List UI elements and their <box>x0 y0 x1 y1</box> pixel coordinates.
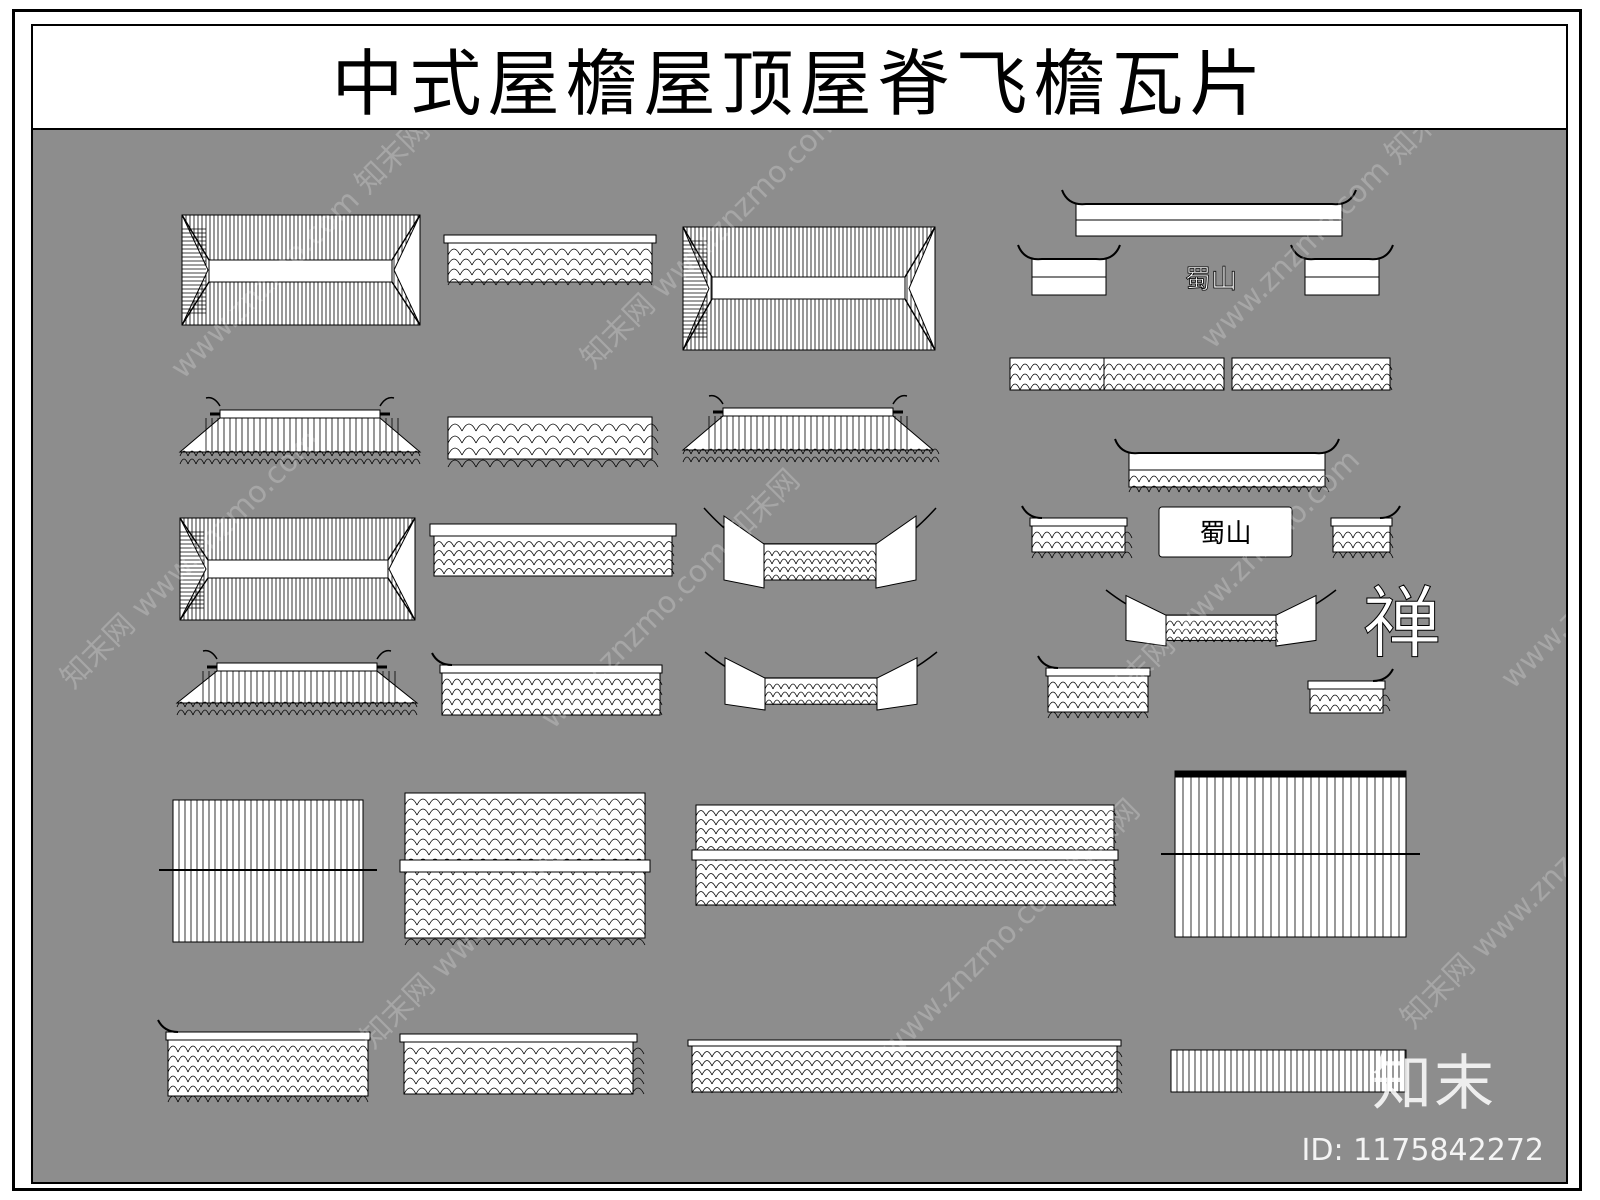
ridge-long <box>1061 189 1357 237</box>
slat-roof-panel-4 <box>1161 775 1420 938</box>
sheet-title: 中式屋檐屋顶屋脊飞檐瓦片 <box>331 41 1268 126</box>
ridge-tile-seg-3 <box>1231 357 1393 391</box>
flared-eave-3 <box>1105 589 1337 647</box>
flat-tile-eave-1 <box>429 523 677 577</box>
hip-roof-plan-3 <box>179 517 416 621</box>
watermark-text: 知末网 www.znzmo.com <box>1394 763 1566 1036</box>
hip-roof-plan-2 <box>682 226 936 351</box>
hip-roof-plan-1 <box>181 214 421 326</box>
eave-small-right <box>1307 668 1394 714</box>
calligraphy-chan: 禅 <box>1362 579 1441 670</box>
tile-panel-2-band <box>399 859 651 873</box>
eave-small-left <box>1037 655 1151 719</box>
ridge-short-left <box>1017 244 1121 296</box>
flared-eave-1 <box>703 507 937 589</box>
roof-elevation-3 <box>175 649 419 716</box>
eave-elevation-1 <box>431 652 663 716</box>
watermark-text: www.znzmo.com 知末网 <box>1494 423 1566 696</box>
roof-elevation-2 <box>681 394 940 463</box>
image-id: ID: 1175842272 <box>1301 1133 1544 1168</box>
wall-cap-tiles-1 <box>443 234 657 286</box>
roof-elevation-1 <box>178 396 422 465</box>
plaque-text: 蜀山 <box>1185 265 1237 295</box>
slat-roof-panel-1 <box>159 799 377 943</box>
eave-seg-right <box>1330 505 1401 559</box>
calligraphy-text: 禅 <box>1363 579 1441 669</box>
tile-panel-bottom-3 <box>687 1039 1123 1094</box>
title-band: 中式屋檐屋顶屋脊飞檐瓦片 <box>33 26 1566 130</box>
plaque-shushan-1: 蜀山 <box>1185 265 1238 296</box>
ridge-with-tiles-row <box>1128 475 1330 493</box>
flared-eave-2 <box>704 651 938 711</box>
wall-cap-tiles-2 <box>447 416 659 468</box>
slat-roof-bottom-4 <box>1170 1049 1407 1093</box>
ridge-tile-seg-2 <box>1103 357 1225 391</box>
eave-bottom-1 <box>157 1019 371 1103</box>
tile-panel-3-band <box>691 849 1119 861</box>
drawing-frame <box>12 9 1582 1191</box>
brand-mark: 知末 <box>1372 1049 1496 1119</box>
ridge-with-tiles <box>1114 438 1340 488</box>
plaque-text: 蜀山 <box>1199 519 1251 549</box>
slat-roof-panel-4-cap <box>1174 770 1407 778</box>
watermark-text: www.znzmo.com 知末网 <box>1194 130 1467 356</box>
tile-panel-bottom-2 <box>399 1033 645 1095</box>
plaque-shushan-2: 蜀山 <box>1158 506 1293 558</box>
ridge-tile-seg-1 <box>1009 357 1121 391</box>
eave-seg-left <box>1021 505 1133 559</box>
ridge-short-right <box>1290 244 1394 296</box>
